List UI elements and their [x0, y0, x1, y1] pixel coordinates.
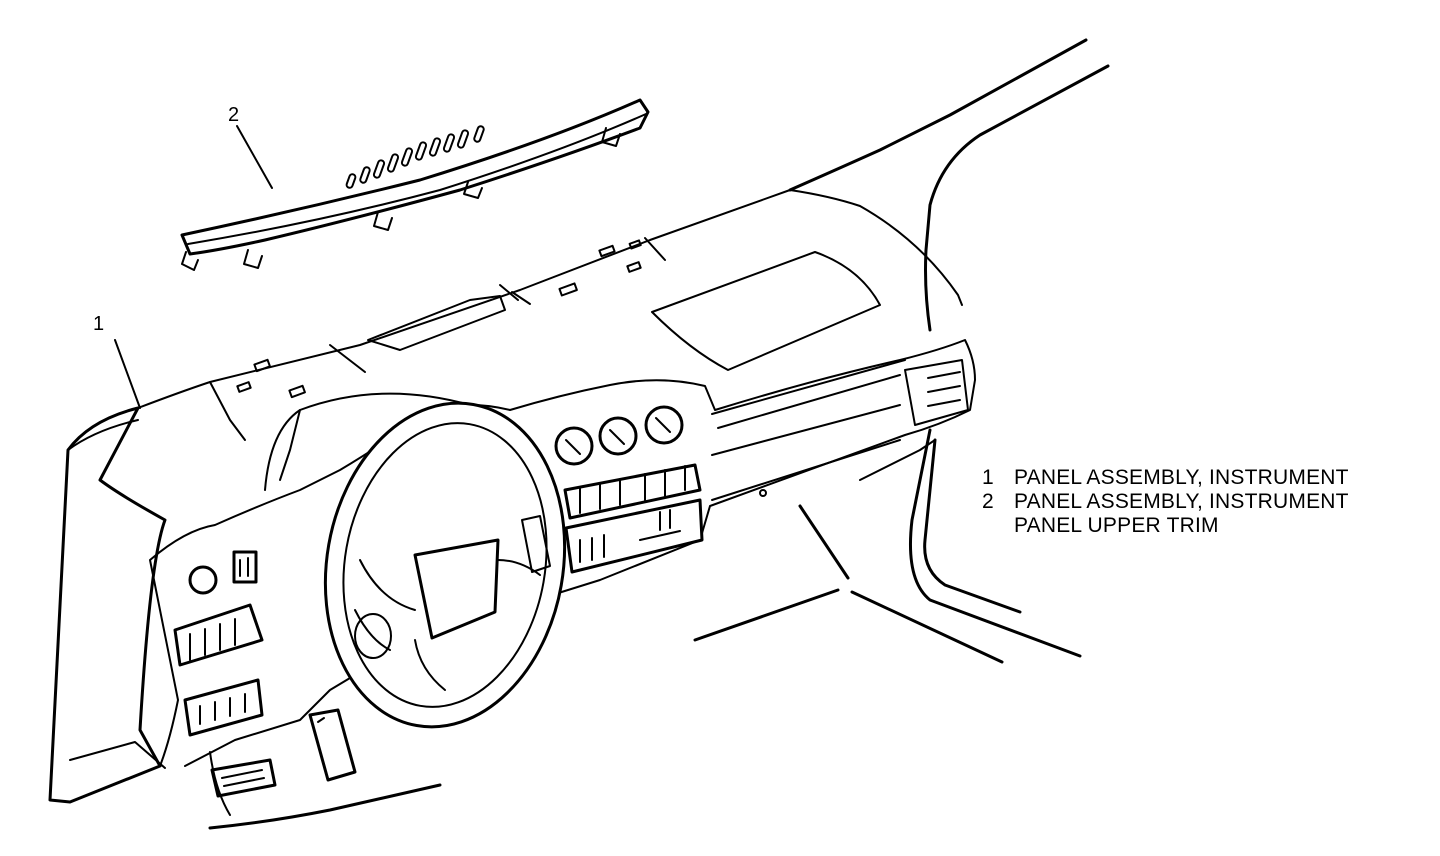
legend-text: PANEL ASSEMBLY, INSTRUMENT: [1014, 490, 1349, 513]
trim-vent-slots: [345, 125, 485, 189]
cluster-hood: [264, 392, 471, 491]
steering-wheel: [323, 401, 567, 729]
windshield-pillar: [788, 38, 1110, 658]
lower-controls: [209, 708, 357, 816]
legend-number: 1: [982, 466, 994, 489]
legend-text: PANEL ASSEMBLY, INSTRUMENT: [1014, 466, 1349, 489]
instrument-panel-assembly: [48, 189, 976, 804]
legend-item: 2 PANEL ASSEMBLY, INSTRUMENT: [982, 490, 1349, 514]
floor-lines: [208, 504, 1004, 830]
callout-label: 1: [93, 313, 104, 335]
legend-continuation: PANEL UPPER TRIM: [1014, 514, 1219, 537]
center-stack: [554, 405, 704, 574]
callout-2: 2: [228, 104, 273, 189]
upper-trim-panel: [180, 98, 650, 271]
legend-number: 2: [982, 490, 994, 513]
callout-1: 1: [93, 313, 141, 409]
left-controls: [173, 550, 264, 737]
legend-item: 1 PANEL ASSEMBLY, INSTRUMENT: [982, 466, 1349, 490]
trim-retaining-clips: [181, 127, 621, 271]
parts-legend: 1 PANEL ASSEMBLY, INSTRUMENT 2 PANEL ASS…: [982, 466, 1349, 538]
callout-label: 2: [228, 104, 239, 126]
